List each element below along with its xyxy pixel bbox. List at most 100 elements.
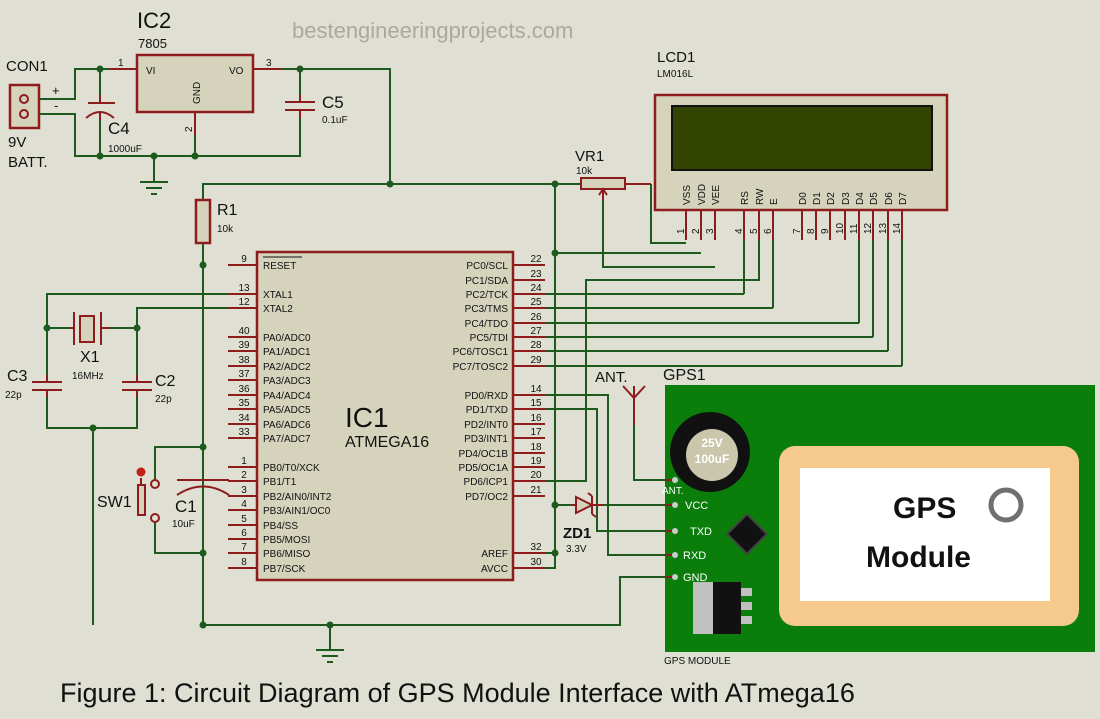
lcd-pin-number: 3 xyxy=(705,228,716,234)
ic2-part: 7805 xyxy=(138,36,167,51)
ic2-pin-gnd: GND xyxy=(192,82,203,104)
lcd-pin-name: VEE xyxy=(711,185,722,205)
gps-pin-label: VCC xyxy=(685,500,708,512)
lcd-pin-name: E xyxy=(769,198,780,205)
potentiometer-vr1: VR1 10k xyxy=(575,148,651,200)
x1-value: 16MHz xyxy=(72,371,104,382)
ic2-pin2: 2 xyxy=(184,126,195,132)
mcu-pin-name: PC7/TOSC2 xyxy=(453,362,509,373)
ic2-pin1: 1 xyxy=(118,58,124,69)
ic2-pin-vi: VI xyxy=(146,66,155,77)
c3-value: 22p xyxy=(5,390,22,401)
gps-pin-dot xyxy=(672,502,678,508)
lcd-pin-number: 10 xyxy=(835,222,846,234)
mcu-pin-name: RESET xyxy=(263,261,296,272)
mcu-pin-number: 28 xyxy=(530,340,542,351)
gps-pin-dot xyxy=(672,528,678,534)
lcd-display: LCD1 LM016L VSS1VDD2VEE3RS4RW5E6D07D18D2… xyxy=(653,49,949,240)
mcu-pin-name: PB7/SCK xyxy=(263,564,306,575)
c4-value: 1000uF xyxy=(108,144,142,155)
mcu-pin-number: 27 xyxy=(530,326,542,337)
lcd-pin-name: D7 xyxy=(898,192,909,205)
capacitor-c2: C2 22p xyxy=(122,373,176,405)
push-switch-sw1: SW1 xyxy=(97,467,160,523)
ic1-part: ATMEGA16 xyxy=(345,434,429,451)
gps-pin-label: ANT. xyxy=(662,486,684,497)
lcd-pin-name: RW xyxy=(755,188,766,205)
c1-ref: C1 xyxy=(175,497,197,516)
mcu-pin-number: 15 xyxy=(530,398,542,409)
mcu-pin-number: 37 xyxy=(238,369,250,380)
mcu-pin-number: 14 xyxy=(530,384,542,395)
lcd-pin-number: 1 xyxy=(676,228,687,234)
r1-ref: R1 xyxy=(217,202,238,219)
vr1-ref: VR1 xyxy=(575,148,604,165)
lcd-pin-number: 13 xyxy=(878,222,889,234)
gps-cap-value: 100uF xyxy=(695,452,730,466)
c4-ref: C4 xyxy=(108,119,130,138)
mcu-pin-name: PA0/ADC0 xyxy=(263,333,311,344)
mcu-pin-number: 5 xyxy=(241,514,247,525)
mcu-pin-number: 8 xyxy=(241,557,247,568)
mcu-pin-number: 36 xyxy=(238,384,250,395)
gps-cap-voltage: 25V xyxy=(701,436,722,450)
zd1-ref: ZD1 xyxy=(563,525,591,542)
mcu-pin-number: 26 xyxy=(530,312,542,323)
mcu-pin-name: PC3/TMS xyxy=(465,304,509,315)
con1-ref: CON1 xyxy=(6,58,48,75)
microcontroller-ic1: IC1 ATMEGA16 9RESET13XTAL112XTAL240PA0/A… xyxy=(228,250,545,582)
mcu-pin-number: 3 xyxy=(241,485,247,496)
mcu-pin-name: PD3/INT1 xyxy=(464,434,508,445)
lcd-pin-name: VDD xyxy=(697,184,708,205)
lcd-part: LM016L xyxy=(657,69,694,80)
lcd-pin-number: 5 xyxy=(749,228,760,234)
mcu-pin-number: 19 xyxy=(530,456,542,467)
mcu-pin-name: PD4/OC1B xyxy=(459,449,509,460)
mcu-pin-name: XTAL1 xyxy=(263,290,293,301)
c3-ref: C3 xyxy=(7,368,28,385)
c2-ref: C2 xyxy=(155,373,176,390)
capacitor-c4: C4 1000uF xyxy=(85,95,142,155)
con1-minus: - xyxy=(54,98,58,113)
chip-icon xyxy=(725,512,769,556)
lcd-pin-number: 14 xyxy=(892,222,903,234)
gps-pin-dot xyxy=(672,552,678,558)
mcu-pin-name: PD0/RXD xyxy=(465,391,508,402)
lcd-ref: LCD1 xyxy=(657,49,695,66)
lcd-pin-number: 6 xyxy=(763,228,774,234)
mcu-pin-number: 16 xyxy=(530,413,542,424)
mcu-pin-number: 17 xyxy=(530,427,542,438)
figure-caption: Figure 1: Circuit Diagram of GPS Module … xyxy=(60,678,855,708)
zener-diode-zd1: ZD1 3.3V xyxy=(563,492,604,555)
con1-value2: BATT. xyxy=(8,154,48,171)
mcu-pin-name: PA1/ADC1 xyxy=(263,347,311,358)
watermark: bestengineeringprojects.com xyxy=(292,18,573,43)
capacitor-c1: C1 10uF xyxy=(172,479,230,530)
lcd-pin-number: 9 xyxy=(820,228,831,234)
mcu-pin-number: 12 xyxy=(238,297,250,308)
gps-title-line2: Module xyxy=(866,541,971,574)
lcd-pin-name: D4 xyxy=(855,192,866,205)
lcd-pin-number: 11 xyxy=(849,223,860,234)
mcu-pin-number: 39 xyxy=(238,340,250,351)
regulator-icon xyxy=(693,582,752,634)
mcu-pin-number: 33 xyxy=(238,427,250,438)
gps-module: GPS1 25V 100uF GPS Module GPS MODULE ANT… xyxy=(662,367,1095,667)
mcu-pin-name: PB3/AIN1/OC0 xyxy=(263,506,331,517)
gps-pin-dot xyxy=(672,574,678,580)
led-ring-icon xyxy=(988,487,1024,523)
lcd-pin-number: 2 xyxy=(691,228,702,234)
lcd-pin-name: D1 xyxy=(812,192,823,205)
mcu-pin-name: PD2/INT0 xyxy=(464,420,508,431)
ic1-ref: IC1 xyxy=(345,402,389,433)
lcd-pin-name: VSS xyxy=(682,185,693,205)
mcu-pin-name: PD1/TXD xyxy=(466,405,508,416)
mcu-pin-name: PD7/OC2 xyxy=(465,492,508,503)
mcu-pin-name: PB5/MOSI xyxy=(263,535,310,546)
mcu-pin-number: 4 xyxy=(241,499,247,510)
mcu-pin-name: PC5/TDI xyxy=(470,333,508,344)
mcu-pin-name: PA2/ADC2 xyxy=(263,362,311,373)
con1-plus: + xyxy=(52,83,60,98)
mcu-pin-number: 18 xyxy=(530,442,542,453)
